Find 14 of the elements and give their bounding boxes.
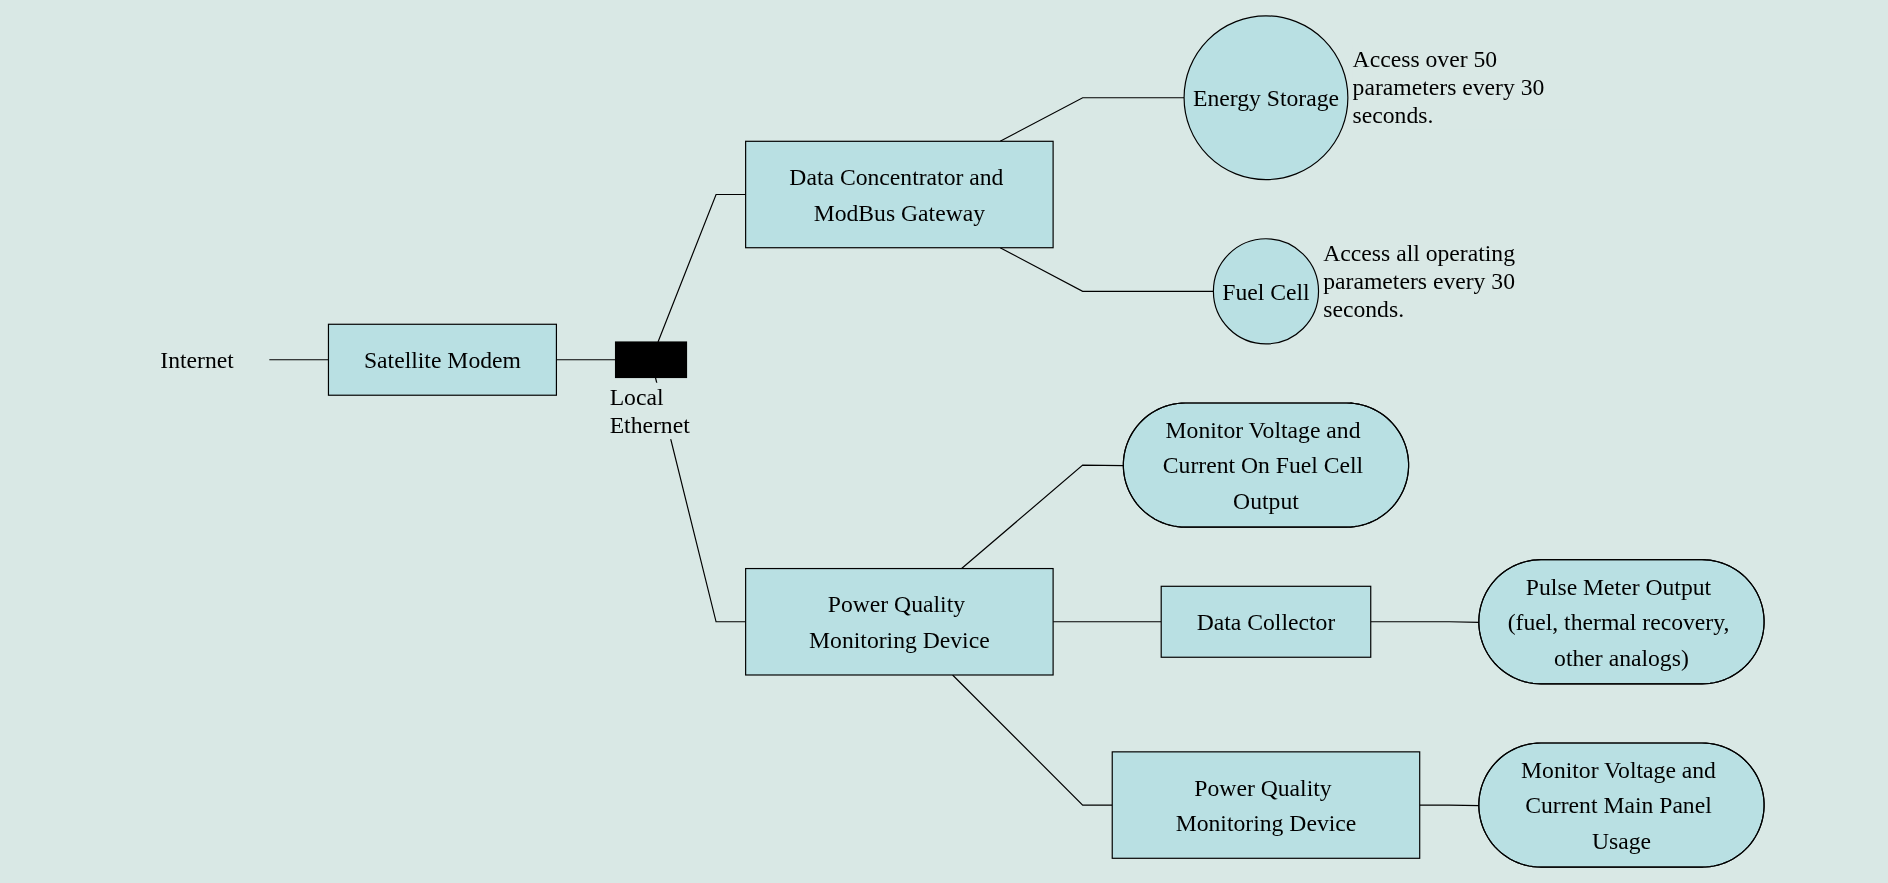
node-bar [614,341,687,379]
node-box: Satellite Modem [327,323,557,396]
node-text: Internet [159,346,234,373]
connector [555,359,616,361]
node-circle: Fuel Cell [1212,238,1319,345]
node-box: Power Quality Monitoring Device [1111,751,1420,859]
node-box: Power Quality Monitoring Device [744,567,1054,676]
connector [656,193,746,343]
note-text: Local Ethernet [609,382,692,439]
connector [268,359,329,361]
node-box: Data Concentrator and ModBus Gateway [744,140,1054,249]
connector [999,247,1214,292]
node-circle: Energy Storage [1183,15,1348,181]
node-box: Data Collector [1160,585,1371,658]
